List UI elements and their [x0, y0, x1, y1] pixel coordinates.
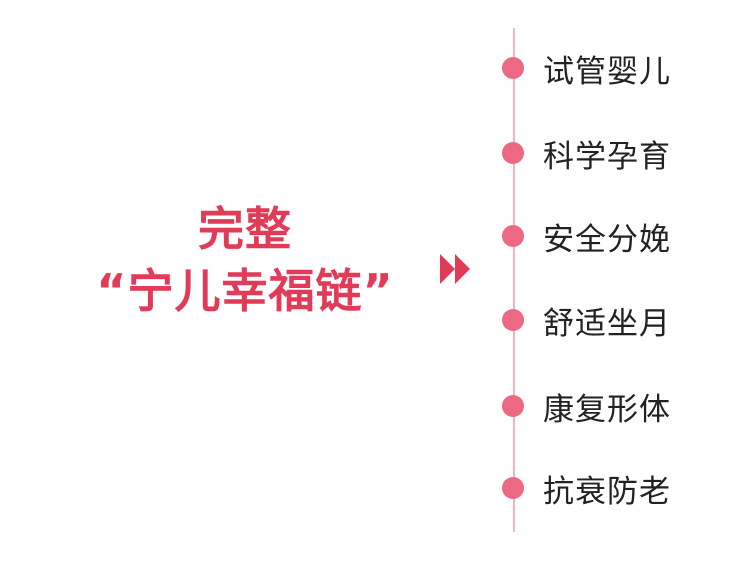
timeline-item: 舒适坐月	[502, 300, 671, 342]
timeline-item: 科学孕育	[502, 133, 671, 175]
timeline-line	[513, 28, 515, 532]
timeline-item: 安全分娩	[502, 216, 671, 258]
timeline-item-label: 舒适坐月	[543, 305, 671, 342]
timeline-dot	[502, 477, 524, 499]
timeline-item-label: 康复形体	[543, 391, 671, 428]
headline: 完整 “宁儿幸福链”	[70, 198, 420, 322]
timeline-dot	[502, 142, 524, 164]
headline-line-1: 完整	[198, 202, 292, 256]
timeline-dot	[502, 225, 524, 247]
timeline-item: 抗衰防老	[502, 468, 671, 510]
timeline-item-label: 科学孕育	[543, 138, 671, 175]
timeline-item: 康复形体	[502, 386, 671, 428]
timeline-item-label: 试管婴儿	[543, 53, 671, 90]
double-chevron-right-icon	[440, 254, 470, 284]
timeline-dot	[502, 309, 524, 331]
timeline-dot	[502, 57, 524, 79]
timeline-item-label: 安全分娩	[543, 221, 671, 258]
timeline-dot	[502, 395, 524, 417]
headline-line-2: “宁儿幸福链”	[96, 264, 394, 318]
timeline-item: 试管婴儿	[502, 48, 671, 90]
timeline-item-label: 抗衰防老	[543, 473, 671, 510]
